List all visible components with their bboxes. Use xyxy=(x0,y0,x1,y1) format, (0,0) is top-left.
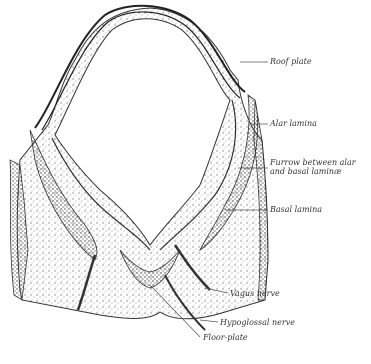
label-basal-lamina: Basal lamina xyxy=(270,205,322,214)
label-roof-plate: Roof plate xyxy=(270,57,312,66)
label-floor-plate: Floor-plate xyxy=(203,333,248,342)
label-vagus-nerve: Vagus nerve xyxy=(230,289,280,298)
label-alar-lamina: Alar lamina xyxy=(270,119,317,128)
label-furrow: Furrow between alar and basal laminæ xyxy=(270,158,365,176)
leader-hypoglossal-nerve xyxy=(200,320,218,322)
label-hypoglossal-nerve: Hypoglossal nerve xyxy=(220,318,295,327)
